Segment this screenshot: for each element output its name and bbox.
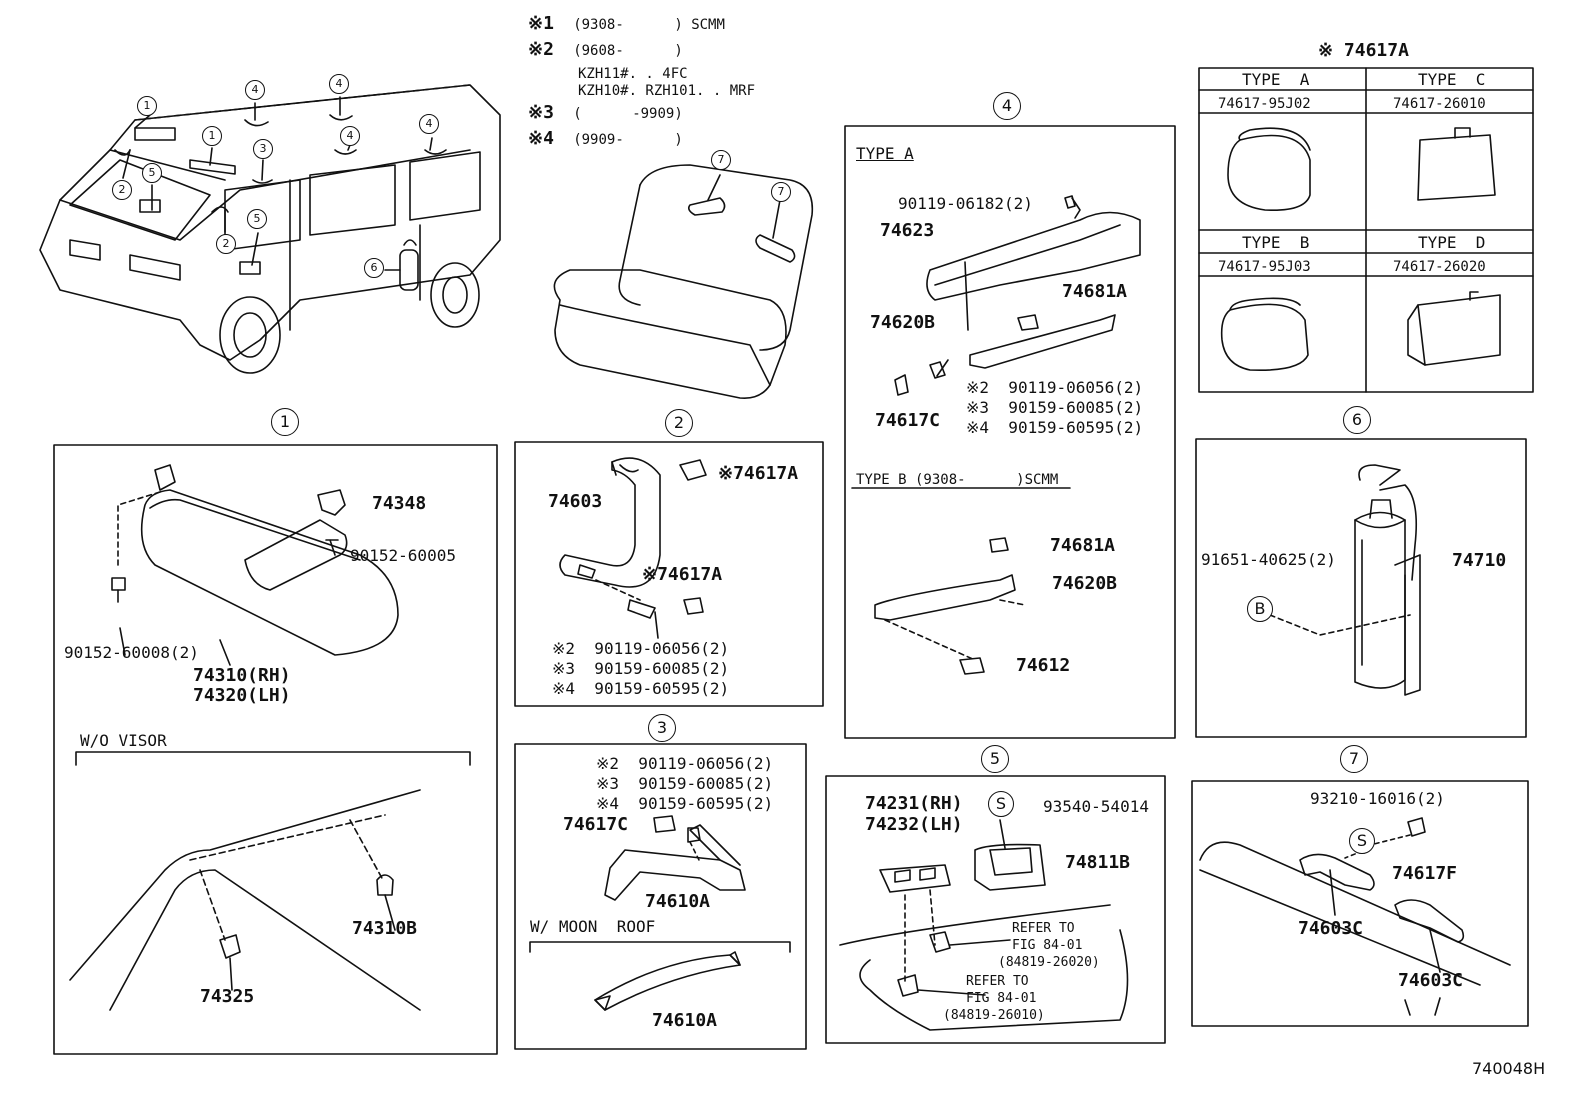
panel-4-type-a: TYPE A: [856, 144, 914, 163]
part-74811b: 74811B: [1065, 852, 1131, 873]
footnote-2: ※2 (9608- ): [528, 39, 683, 60]
part-74617c: 74617C: [875, 410, 941, 431]
footnote-2-line-b: KZH10#. RZH101. . MRF: [578, 83, 756, 99]
panel-4-note: ※2 90119-06056(2): [966, 378, 1144, 397]
footnote-1: ※1 (9308- ) SCMM: [528, 13, 725, 34]
panel-5-ref: (84819-26010): [943, 1008, 1045, 1023]
standard-part-s-mark: S: [1349, 828, 1375, 854]
overview-callout: 4: [419, 114, 439, 134]
part-74348: 74348: [372, 493, 427, 514]
part-74610a-moonroof: 74610A: [652, 1010, 718, 1031]
panel-6-number: 6: [1343, 406, 1371, 434]
part-74320-lh: 74320(LH): [193, 685, 291, 706]
part-74603c: 74603C: [1298, 918, 1364, 939]
panel-2-note: ※3 90159-60085(2): [552, 659, 730, 678]
part-74710: 74710: [1452, 550, 1507, 571]
part-74232-lh: 74232(LH): [865, 814, 963, 835]
overview-callout: 7: [711, 150, 731, 170]
part-74623: 74623: [880, 220, 935, 241]
panel-5-number: 5: [981, 745, 1009, 773]
part-90152-60008: 90152-60008(2): [64, 643, 199, 662]
type-b-label: TYPE B: [1242, 233, 1310, 252]
part-74612: 74612: [1016, 655, 1071, 676]
footnote-2-line-a: KZH11#. . 4FC: [578, 66, 688, 82]
part-91651-40625: 91651-40625(2): [1201, 550, 1336, 569]
part-90152-60005: 90152-60005: [350, 546, 456, 565]
type-a-part: 74617-95J02: [1218, 96, 1311, 112]
overview-callout: 5: [142, 163, 162, 183]
panel-1-number: 1: [271, 408, 299, 436]
panel-3-note: ※2 90119-06056(2): [596, 754, 774, 773]
part-74620b: 74620B: [870, 312, 936, 333]
part-74310b: 74310B: [352, 918, 418, 939]
overview-callout: 4: [340, 126, 360, 146]
overview-callout: 7: [771, 182, 791, 202]
part-74620b-b: 74620B: [1052, 573, 1118, 594]
type-c-label: TYPE C: [1418, 70, 1486, 89]
panel-4-type-b: TYPE B (9308- )SCMM: [856, 472, 1059, 488]
panel-7-number: 7: [1340, 745, 1368, 773]
overview-callout: 5: [247, 209, 267, 229]
bolt-b-mark: B: [1247, 596, 1273, 622]
type-d-label: TYPE D: [1418, 233, 1486, 252]
part-74610a: 74610A: [645, 891, 711, 912]
part-74617a-bottom: ※74617A: [642, 564, 723, 585]
part-74325: 74325: [200, 986, 255, 1007]
panel-4-note: ※4 90159-60595(2): [966, 418, 1144, 437]
overview-callout: 6: [364, 258, 384, 278]
panel-3-note: ※4 90159-60595(2): [596, 794, 774, 813]
part-74617a-top: ※74617A: [718, 463, 799, 484]
panel-2-note: ※4 90159-60595(2): [552, 679, 730, 698]
type-a-label: TYPE A: [1242, 70, 1310, 89]
part-90119-06182: 90119-06182(2): [898, 194, 1033, 213]
panel-2-note: ※2 90119-06056(2): [552, 639, 730, 658]
type-d-part: 74617-26020: [1393, 259, 1486, 275]
panel-4-note: ※3 90159-60085(2): [966, 398, 1144, 417]
panel-5-ref: REFER TO: [1012, 921, 1075, 936]
panel-3-sub-title: W/ MOON ROOF: [530, 917, 656, 936]
overview-callout: 4: [245, 80, 265, 100]
panel-1-sub-title: W/O VISOR: [80, 731, 167, 750]
part-74681a: 74681A: [1062, 281, 1128, 302]
part-74310-rh: 74310(RH): [193, 665, 291, 686]
panel-5-ref: (84819-26020): [998, 955, 1100, 970]
part-74617f: 74617F: [1392, 863, 1458, 884]
panel-5-ref: FIG 84-01: [966, 991, 1037, 1006]
overview-callout: 4: [329, 74, 349, 94]
footnote-3: ※3 ( -9909): [528, 102, 683, 123]
types-panel-title: ※ 74617A: [1318, 40, 1409, 61]
overview-callout: 1: [202, 126, 222, 146]
seat-overview-drawing: [553, 164, 814, 400]
part-74603: 74603: [548, 491, 603, 512]
overview-callout: 2: [112, 180, 132, 200]
standard-part-s-mark: S: [988, 791, 1014, 817]
part-74681a-b: 74681A: [1050, 535, 1116, 556]
part-93540-54014: 93540-54014: [1043, 797, 1149, 816]
type-c-part: 74617-26010: [1393, 96, 1486, 112]
overview-callout: 2: [216, 234, 236, 254]
van-overview-drawing: [39, 84, 501, 374]
type-b-part: 74617-95J03: [1218, 259, 1311, 275]
drawing-code: 740048H: [1472, 1059, 1546, 1078]
panel-5-ref: REFER TO: [966, 974, 1029, 989]
panel-5-ref: FIG 84-01: [1012, 938, 1083, 953]
part-74603c: 74603C: [1398, 970, 1464, 991]
part-74617c: 74617C: [563, 814, 629, 835]
panel-4-number: 4: [993, 92, 1021, 120]
part-74231-rh: 74231(RH): [865, 793, 963, 814]
panel-3-note: ※3 90159-60085(2): [596, 774, 774, 793]
overview-callout: 3: [253, 139, 273, 159]
part-93210-16016: 93210-16016(2): [1310, 789, 1445, 808]
footnote-4: ※4 (9909- ): [528, 128, 683, 149]
overview-callout: 1: [137, 96, 157, 116]
panel-3-number: 3: [648, 714, 676, 742]
panel-2-number: 2: [665, 409, 693, 437]
